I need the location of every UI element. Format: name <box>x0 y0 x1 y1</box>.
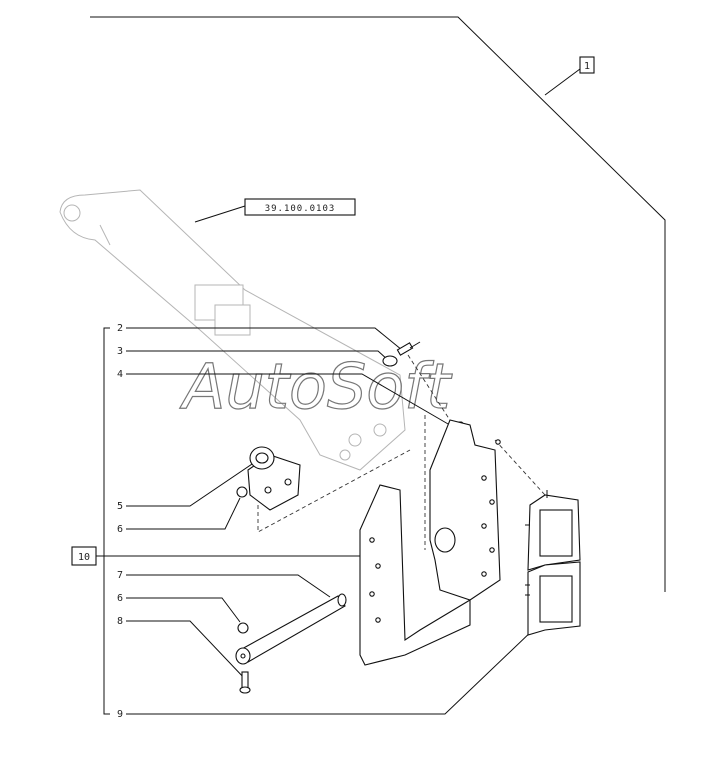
callout-6-lower[interactable]: 6 <box>117 593 241 623</box>
svg-text:3: 3 <box>117 346 123 357</box>
background-arm-ghost <box>59 189 406 471</box>
reference-link[interactable]: 39.100.0103 <box>194 198 356 223</box>
callout-10[interactable]: 10 <box>71 546 360 566</box>
pin-part-7[interactable] <box>235 593 347 665</box>
svg-text:6: 6 <box>117 593 123 604</box>
nut-part-6-lower[interactable] <box>237 622 249 634</box>
callout-7[interactable]: 7 <box>117 570 331 598</box>
bracket-part-5[interactable] <box>247 446 301 511</box>
callout-2[interactable]: 2 <box>117 323 403 351</box>
callout-8[interactable]: 8 <box>117 616 247 681</box>
callout-6-upper[interactable]: 6 <box>117 497 241 535</box>
callout-bracket <box>103 327 110 715</box>
svg-text:1: 1 <box>584 61 590 72</box>
svg-text:10: 10 <box>78 552 90 563</box>
svg-text:5: 5 <box>117 501 123 512</box>
svg-text:2: 2 <box>117 323 123 334</box>
bolt-part-8[interactable] <box>239 671 251 694</box>
assembly-frame-lines <box>90 16 666 592</box>
svg-text:39.100.0103: 39.100.0103 <box>265 204 336 214</box>
assembly-guides <box>257 354 546 550</box>
nut-part-6-upper[interactable] <box>236 486 248 498</box>
callout-9[interactable]: 9 <box>117 627 536 720</box>
hitch-bracket-part-10[interactable] <box>359 419 501 666</box>
svg-text:7: 7 <box>117 570 123 581</box>
watermark-text: AutoSoft <box>179 350 453 423</box>
svg-text:6: 6 <box>117 524 123 535</box>
callout-4[interactable]: 4 <box>117 369 456 429</box>
callout-5[interactable]: 5 <box>117 461 256 512</box>
svg-text:9: 9 <box>117 709 123 720</box>
lamp-part-9[interactable] <box>525 490 581 636</box>
svg-text:4: 4 <box>117 369 123 380</box>
svg-text:8: 8 <box>117 616 123 627</box>
top-flag[interactable]: 1 <box>579 56 595 74</box>
washer-part-3[interactable] <box>382 355 398 367</box>
callout-3[interactable]: 3 <box>117 346 389 361</box>
bolt-part-2[interactable] <box>396 341 421 356</box>
